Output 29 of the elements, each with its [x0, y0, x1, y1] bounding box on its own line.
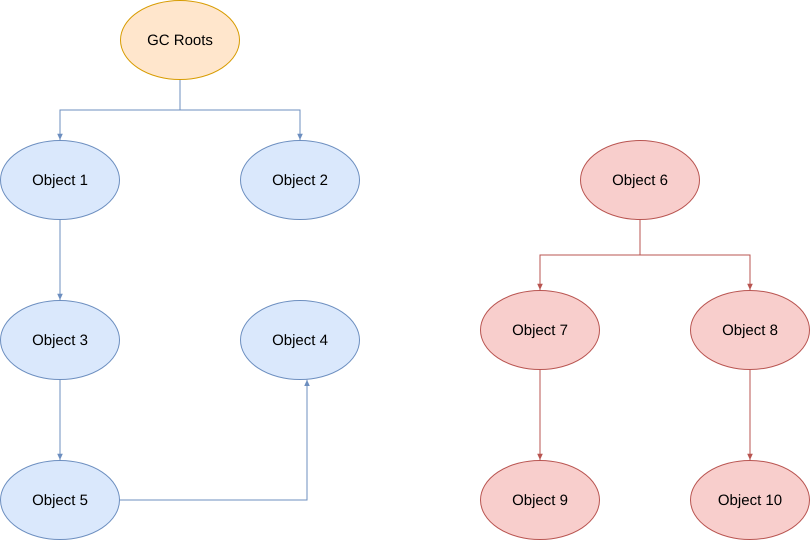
- ellipse-node: [480, 290, 600, 370]
- ellipse-node: [0, 300, 120, 380]
- ellipse-node: [580, 140, 700, 220]
- node-label: Object 10: [718, 492, 782, 508]
- node-label: Object 5: [32, 492, 88, 508]
- node-label: Object 7: [512, 322, 568, 338]
- node-label: Object 1: [32, 172, 88, 188]
- node-label: Object 2: [272, 172, 328, 188]
- ellipse-node: [480, 460, 600, 540]
- node-label: Object 9: [512, 492, 568, 508]
- node-label: Object 8: [722, 322, 778, 338]
- arrow: [747, 370, 753, 460]
- ellipse-node: [0, 140, 120, 220]
- ellipse-node: [0, 460, 120, 540]
- arrow: [640, 220, 753, 290]
- node-label: Object 3: [32, 332, 88, 348]
- ellipse-node: [690, 460, 810, 540]
- ellipse-node: [690, 290, 810, 370]
- ellipse-node: [240, 140, 360, 220]
- arrow: [57, 220, 63, 300]
- arrow: [57, 380, 63, 460]
- arrow: [180, 80, 303, 140]
- ellipse-node: [240, 300, 360, 380]
- ellipse-node: [120, 0, 240, 80]
- node-label: Object 4: [272, 332, 328, 348]
- arrow: [537, 370, 543, 460]
- node-label: GC Roots: [147, 32, 213, 48]
- arrow: [120, 379, 310, 500]
- node-label: Object 6: [612, 172, 668, 188]
